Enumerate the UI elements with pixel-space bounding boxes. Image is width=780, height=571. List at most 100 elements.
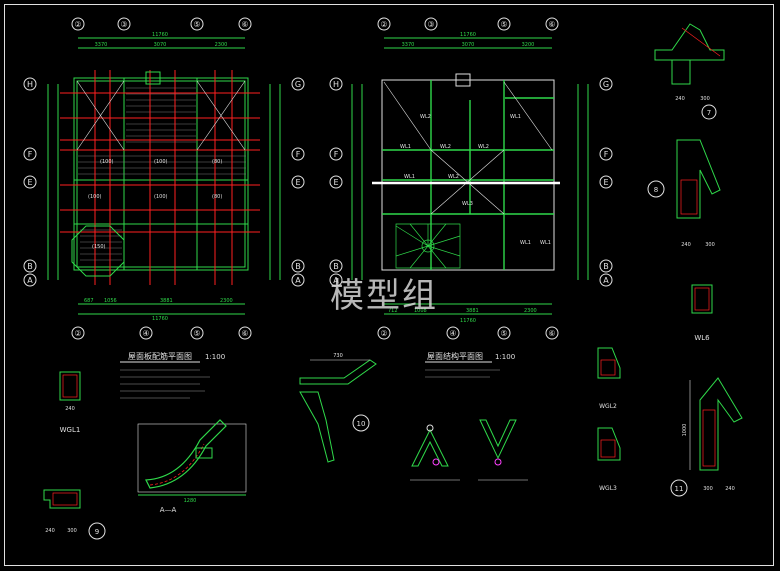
svg-text:2300: 2300 <box>524 308 537 314</box>
svg-text:⑥: ⑥ <box>241 329 248 338</box>
svg-text:3070: 3070 <box>462 42 475 48</box>
section-aa: 1280 <box>137 419 247 504</box>
plan1-axis-top-1: ③ <box>120 20 127 29</box>
svg-text:WL2: WL2 <box>478 144 489 150</box>
svg-text:240: 240 <box>45 528 55 534</box>
plan2-beam-tags: WL1 WL2 WL1 WL2 WL2 WL3 WL1 WL1 WL2 WL1 <box>400 114 551 246</box>
svg-text:240: 240 <box>65 406 75 412</box>
detail-wgl1: 240 WGL1 <box>59 371 81 434</box>
svg-text:F: F <box>296 150 301 159</box>
plan1-top-dim-2: 2300 <box>215 42 228 48</box>
svg-text:WL1: WL1 <box>510 114 521 120</box>
svg-text:E: E <box>603 178 608 187</box>
svg-text:H: H <box>27 80 33 89</box>
detail-9: 240 300 9 <box>43 489 106 540</box>
svg-text:④: ④ <box>142 329 149 338</box>
plan1-bottom-dims: 687 1056 3881 2300 11760 <box>78 298 245 322</box>
svg-text:⑥: ⑥ <box>548 329 555 338</box>
plan1-left-dims <box>47 84 59 280</box>
wl6-label: WL6 <box>694 334 710 342</box>
svg-text:②: ② <box>380 20 387 29</box>
watermark: 模型组 <box>330 276 438 316</box>
svg-text:3200: 3200 <box>522 42 535 48</box>
svg-text:H: H <box>333 80 339 89</box>
plan1-top-dim-0: 3370 <box>95 42 108 48</box>
svg-text:300: 300 <box>67 528 77 534</box>
plan1-left-axes: H F E B A <box>23 77 37 287</box>
plan2: ② ③ ⑤ ⑥ 11760 3370 3070 3200 <box>329 17 613 340</box>
svg-text:687: 687 <box>84 298 94 304</box>
svg-text:1280: 1280 <box>184 498 197 504</box>
notes <box>120 369 500 399</box>
section-aa-title: A—A <box>160 506 177 514</box>
plan1-axis-top-0: ② <box>74 20 81 29</box>
plan1-top-dim-1: 3070 <box>154 42 167 48</box>
detail-8-label: 8 <box>654 186 658 194</box>
svg-text:240: 240 <box>675 96 685 102</box>
svg-text:F: F <box>334 150 339 159</box>
plan1-top-dims: 11760 3370 3070 2300 <box>78 32 245 49</box>
detail-7: 240 300 7 <box>654 23 725 120</box>
svg-text:⑤: ⑤ <box>193 329 200 338</box>
svg-text:③: ③ <box>427 20 434 29</box>
plan1-axis-top-2: ⑤ <box>193 20 200 29</box>
svg-text:(100): (100) <box>88 194 101 200</box>
plan1-room-tags: (100) (100) (80) (100) (100) (80) (150) <box>88 159 222 250</box>
svg-text:B: B <box>333 262 339 271</box>
wgl1-label: WGL1 <box>60 426 81 434</box>
svg-text:G: G <box>295 80 301 89</box>
plan1-top-total: 11760 <box>152 32 168 38</box>
svg-text:(150): (150) <box>92 244 105 250</box>
svg-text:G: G <box>603 80 609 89</box>
svg-text:1000: 1000 <box>682 424 688 437</box>
svg-text:1056: 1056 <box>104 298 117 304</box>
svg-text:④: ④ <box>449 329 456 338</box>
plan1-diagonals <box>76 80 246 151</box>
plan1-bottom-axes: ② ④ ⑤ ⑥ <box>71 326 252 340</box>
svg-text:B: B <box>603 262 609 271</box>
svg-text:②: ② <box>380 329 387 338</box>
svg-text:300: 300 <box>700 96 710 102</box>
svg-text:A: A <box>295 276 301 285</box>
svg-text:(100): (100) <box>100 159 113 165</box>
detail-wgl2: WGL2 <box>597 347 621 410</box>
detail-10: 730 10 <box>299 353 377 463</box>
plan2-walls <box>381 79 555 271</box>
svg-text:WL2: WL2 <box>420 114 431 120</box>
titles: 屋面板配筋平面图 1:100 屋面结构平面图 1:100 A—A <box>120 351 515 514</box>
detail-7-label: 7 <box>707 109 711 117</box>
plan2-bottom-dims: 712 1008 3881 2300 11760 <box>384 303 552 324</box>
plan2-stair <box>395 223 461 269</box>
svg-text:(100): (100) <box>154 159 167 165</box>
ridge-details <box>410 419 528 481</box>
svg-text:240: 240 <box>681 242 691 248</box>
svg-text:⑤: ⑤ <box>500 329 507 338</box>
svg-text:⑥: ⑥ <box>548 20 555 29</box>
svg-text:(80): (80) <box>212 159 222 165</box>
svg-text:WL1: WL1 <box>540 240 551 246</box>
plan1-axis-top-3: ⑥ <box>241 20 248 29</box>
plan2-bottom-axes: ② ④ ⑤ ⑥ <box>377 326 559 340</box>
plan1-top-axes: ② ③ ⑤ ⑥ <box>71 17 252 31</box>
svg-text:3881: 3881 <box>160 298 173 304</box>
svg-text:A: A <box>333 276 339 285</box>
svg-text:A: A <box>603 276 609 285</box>
svg-text:⑤: ⑤ <box>500 20 507 29</box>
svg-text:2300: 2300 <box>220 298 233 304</box>
drawing-frame <box>4 4 774 566</box>
wgl3-label: WGL3 <box>599 485 617 492</box>
svg-text:WL2: WL2 <box>440 144 451 150</box>
plan2-left-axes: H F E B A <box>329 77 343 287</box>
roof-slab-scale: 1:100 <box>205 353 225 361</box>
svg-text:712: 712 <box>388 308 398 314</box>
roof-struct-scale: 1:100 <box>495 353 515 361</box>
svg-text:3370: 3370 <box>402 42 415 48</box>
svg-text:240: 240 <box>725 486 735 492</box>
roof-slab-title: 屋面板配筋平面图 <box>128 351 192 361</box>
plan2-chimney <box>455 73 471 87</box>
detail-11-label: 11 <box>675 485 684 493</box>
svg-text:WL1: WL1 <box>400 144 411 150</box>
svg-text:1008: 1008 <box>414 308 427 314</box>
svg-text:E: E <box>295 178 300 187</box>
